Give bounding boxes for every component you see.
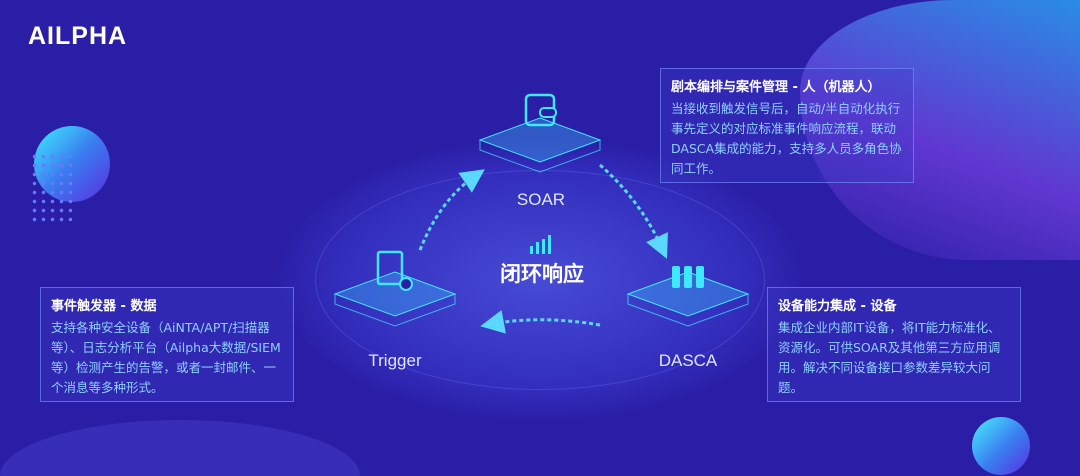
dasca-info-box: 设备能力集成 - 设备 集成企业内部IT设备，将IT能力标准化、资源化。可供SO…	[767, 287, 1021, 402]
center-ring	[315, 170, 765, 390]
center-title: 闭环响应	[500, 262, 584, 286]
decorative-dots	[30, 152, 72, 222]
arrow-trigger-to-soar	[418, 169, 485, 251]
node-label-trigger: Trigger	[368, 351, 422, 370]
node-label-soar: SOAR	[516, 190, 566, 209]
soar-platform	[478, 93, 602, 173]
arrow-soar-to-dasca	[599, 163, 668, 259]
box-body: 集成企业内部IT设备，将IT能力标准化、资源化。可供SOAR及其他第三方应用调用…	[778, 320, 1001, 395]
device-icon	[672, 266, 680, 288]
node-label-dasca: DASCA	[658, 351, 718, 370]
box-body: 支持各种安全设备（AiNTA/APT/扫描器等）、日志分析平台（Ailpha大数…	[51, 320, 281, 395]
trigger-platform	[333, 250, 457, 327]
arrow-dasca-to-trigger	[480, 309, 601, 334]
box-title: 剧本编排与案件管理 - 人（机器人）	[671, 80, 881, 95]
dasca-platform	[626, 266, 750, 327]
logo: AILPHA	[28, 22, 128, 50]
decorative-orb	[972, 417, 1030, 475]
box-body: 当接收到触发信号后，自动/半自动化执行事先定义的对应标准事件响应流程，联动DAS…	[671, 101, 902, 176]
box-title: 事件触发器 - 数据	[51, 299, 157, 314]
soar-info-box: 剧本编排与案件管理 - 人（机器人） 当接收到触发信号后，自动/半自动化执行事先…	[660, 68, 914, 183]
document-bell-icon	[376, 250, 404, 286]
bar-chart-icon	[530, 235, 551, 254]
trigger-info-box: 事件触发器 - 数据 支持各种安全设备（AiNTA/APT/扫描器等）、日志分析…	[40, 287, 294, 402]
box-title: 设备能力集成 - 设备	[778, 299, 897, 314]
